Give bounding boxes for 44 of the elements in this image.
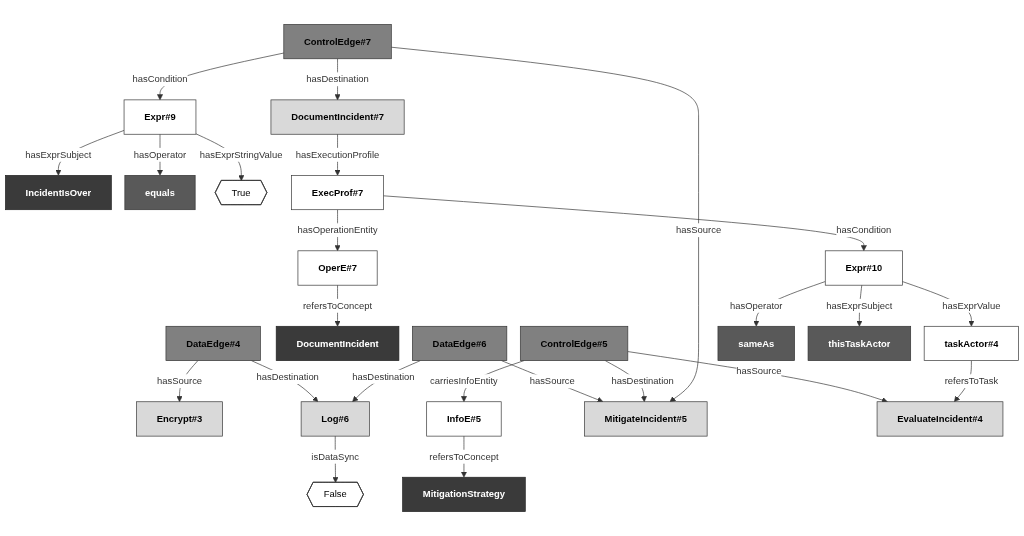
node-box: DataEdge#4 bbox=[165, 325, 261, 361]
edge-label: hasSource bbox=[676, 224, 722, 236]
node-box: ExecProf#7 bbox=[291, 175, 384, 211]
node-box: equals bbox=[124, 175, 196, 211]
node-box: Log#6 bbox=[300, 401, 370, 437]
edge-label: hasSource bbox=[156, 375, 203, 387]
node-box: sameAs bbox=[717, 325, 795, 361]
edge-label: hasExprSubject bbox=[25, 149, 92, 160]
edge-label: hasDestination bbox=[256, 371, 319, 382]
edge-label: carriesInfoEntity bbox=[430, 375, 498, 387]
edge-label: hasExprSubject bbox=[826, 300, 893, 311]
edge-label: hasExecutionProfile bbox=[295, 149, 380, 160]
node-box: DocumentIncident#7 bbox=[270, 99, 405, 135]
node-box: InfoE#5 bbox=[426, 401, 502, 437]
edge-label: hasCondition bbox=[836, 224, 892, 236]
node-box: DataEdge#6 bbox=[412, 325, 508, 361]
node-box: IncidentIsOver bbox=[5, 175, 112, 211]
node-box: Expr#9 bbox=[123, 99, 197, 135]
edge-label: hasExprStringValue bbox=[199, 149, 283, 160]
edge-label: hasDestination bbox=[352, 371, 415, 382]
node-box: thisTaskActor bbox=[807, 325, 912, 361]
node-box: Encrypt#3 bbox=[136, 401, 223, 437]
node-box: EvaluateIncident#4 bbox=[876, 401, 1004, 437]
edge-label: hasSource bbox=[736, 365, 782, 377]
node-box: OperE#7 bbox=[297, 250, 378, 286]
edge-label: hasDestination bbox=[306, 73, 369, 85]
edge-label: hasSource bbox=[529, 375, 575, 387]
node-box: MitigateIncident#5 bbox=[584, 401, 708, 437]
node-box: MitigationStrategy bbox=[402, 476, 526, 512]
edge-label: hasOperator bbox=[730, 300, 783, 311]
edge-label: hasOperator bbox=[133, 149, 187, 160]
edge-label: isDataSync bbox=[311, 450, 360, 462]
node-box: Expr#10 bbox=[824, 250, 903, 286]
edge-label: hasCondition bbox=[132, 73, 188, 85]
edge-label: refersToConcept bbox=[302, 300, 373, 311]
node-box: taskActor#4 bbox=[923, 325, 1019, 361]
node-box: ControlEdge#7 bbox=[283, 24, 392, 60]
node-box: DocumentIncident bbox=[275, 325, 400, 361]
node-box: ControlEdge#5 bbox=[519, 325, 629, 361]
edge-label: refersToConcept bbox=[429, 450, 499, 462]
edge-label: refersToTask bbox=[944, 375, 999, 387]
edge-label: hasDestination bbox=[611, 375, 674, 387]
edge-label: hasExprValue bbox=[942, 300, 1001, 311]
edge-label: hasOperationEntity bbox=[297, 224, 378, 236]
